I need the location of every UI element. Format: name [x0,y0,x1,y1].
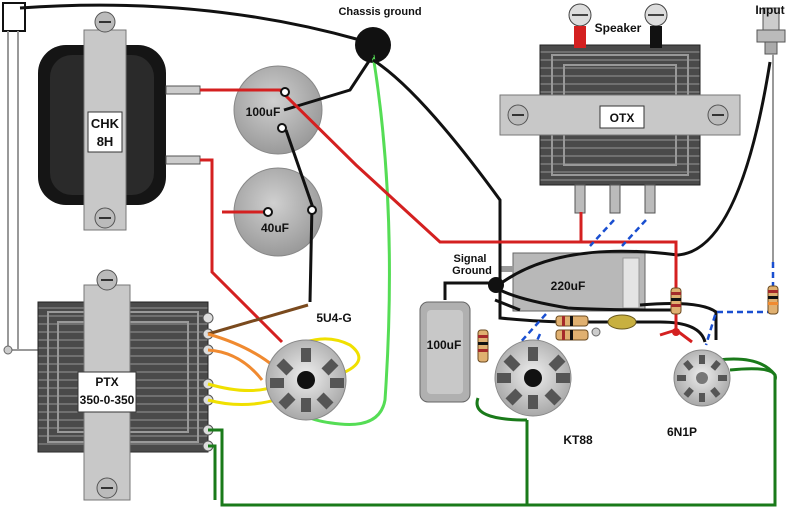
resistor-cathode [477,329,489,363]
left-ground-rail [2,2,42,355]
capacitor-100uf-cathode [419,301,471,403]
filter-capacitor-100uf [233,65,323,155]
wires-orange [207,332,277,381]
signal-ground-label-line2: Ground [452,265,492,277]
power-tube-socket [494,339,572,417]
input-label: Input [755,3,784,17]
coupling-capacitor [607,314,637,330]
power-transformer [37,269,209,501]
preamp-tube-socket [673,349,731,407]
input-jack [756,7,786,55]
rectifier-socket [265,339,347,421]
chassis-ground-label: Chassis ground [338,6,421,18]
choke-value-label: 8H [97,134,114,149]
cap-terminals [263,87,317,217]
wire-brown [207,303,309,336]
otx-label: OTX [610,111,635,125]
resistor-output-plate [670,287,682,315]
signal-ground-point [488,277,504,293]
junction-dot [591,327,601,337]
signal-ground-label-line1: Signal [453,253,486,265]
choke-name-label: CHK [91,116,120,131]
wires-green [208,357,777,507]
cap-100uf-left-label: 100uF [427,338,462,352]
power-tube-label: KT88 [563,433,593,447]
junction-dot [672,328,680,336]
preamp-tube-label: 6N1P [667,425,697,439]
wire-light-green-ground [298,54,391,426]
resistor-grid-pair [555,315,589,341]
resistor-input [767,285,779,315]
choke-transformer [38,11,201,231]
output-transformer [499,44,741,214]
cap-100uf-top-label: 100uF [246,105,281,119]
ptx-value-label: 350-0-350 [80,393,135,407]
speaker-label: Speaker [595,21,642,35]
rectifier-tube-label: 5U4-G [316,311,351,325]
ptx-name-label: PTX [95,375,118,389]
speaker-terminals [568,3,668,48]
cap-220uf-label: 220uF [551,279,586,293]
chassis-ground-lug [355,27,391,63]
cap-40uf-label: 40uF [261,221,289,235]
